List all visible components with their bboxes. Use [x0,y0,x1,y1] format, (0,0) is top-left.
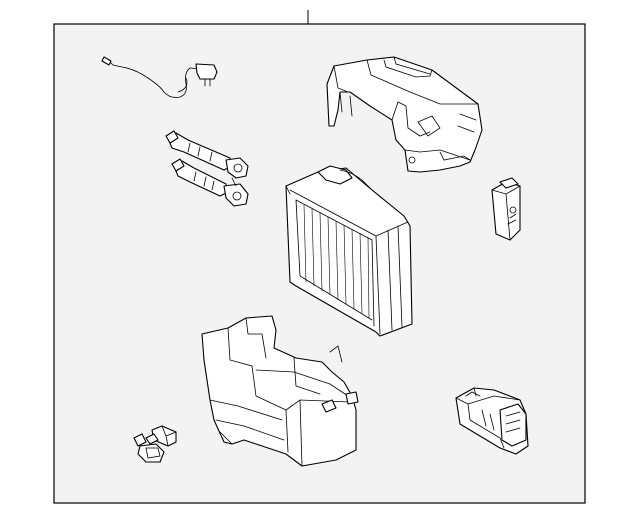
resistor-icon[interactable] [491,177,521,241]
valve-icon[interactable] [165,130,249,207]
clip-icon[interactable] [133,425,177,463]
upper-case-icon[interactable] [326,56,483,173]
sensor-wire-icon[interactable] [101,56,218,98]
lower-case-icon[interactable] [201,315,359,467]
motor-icon[interactable] [455,387,529,455]
evaporator-icon[interactable] [285,165,413,337]
